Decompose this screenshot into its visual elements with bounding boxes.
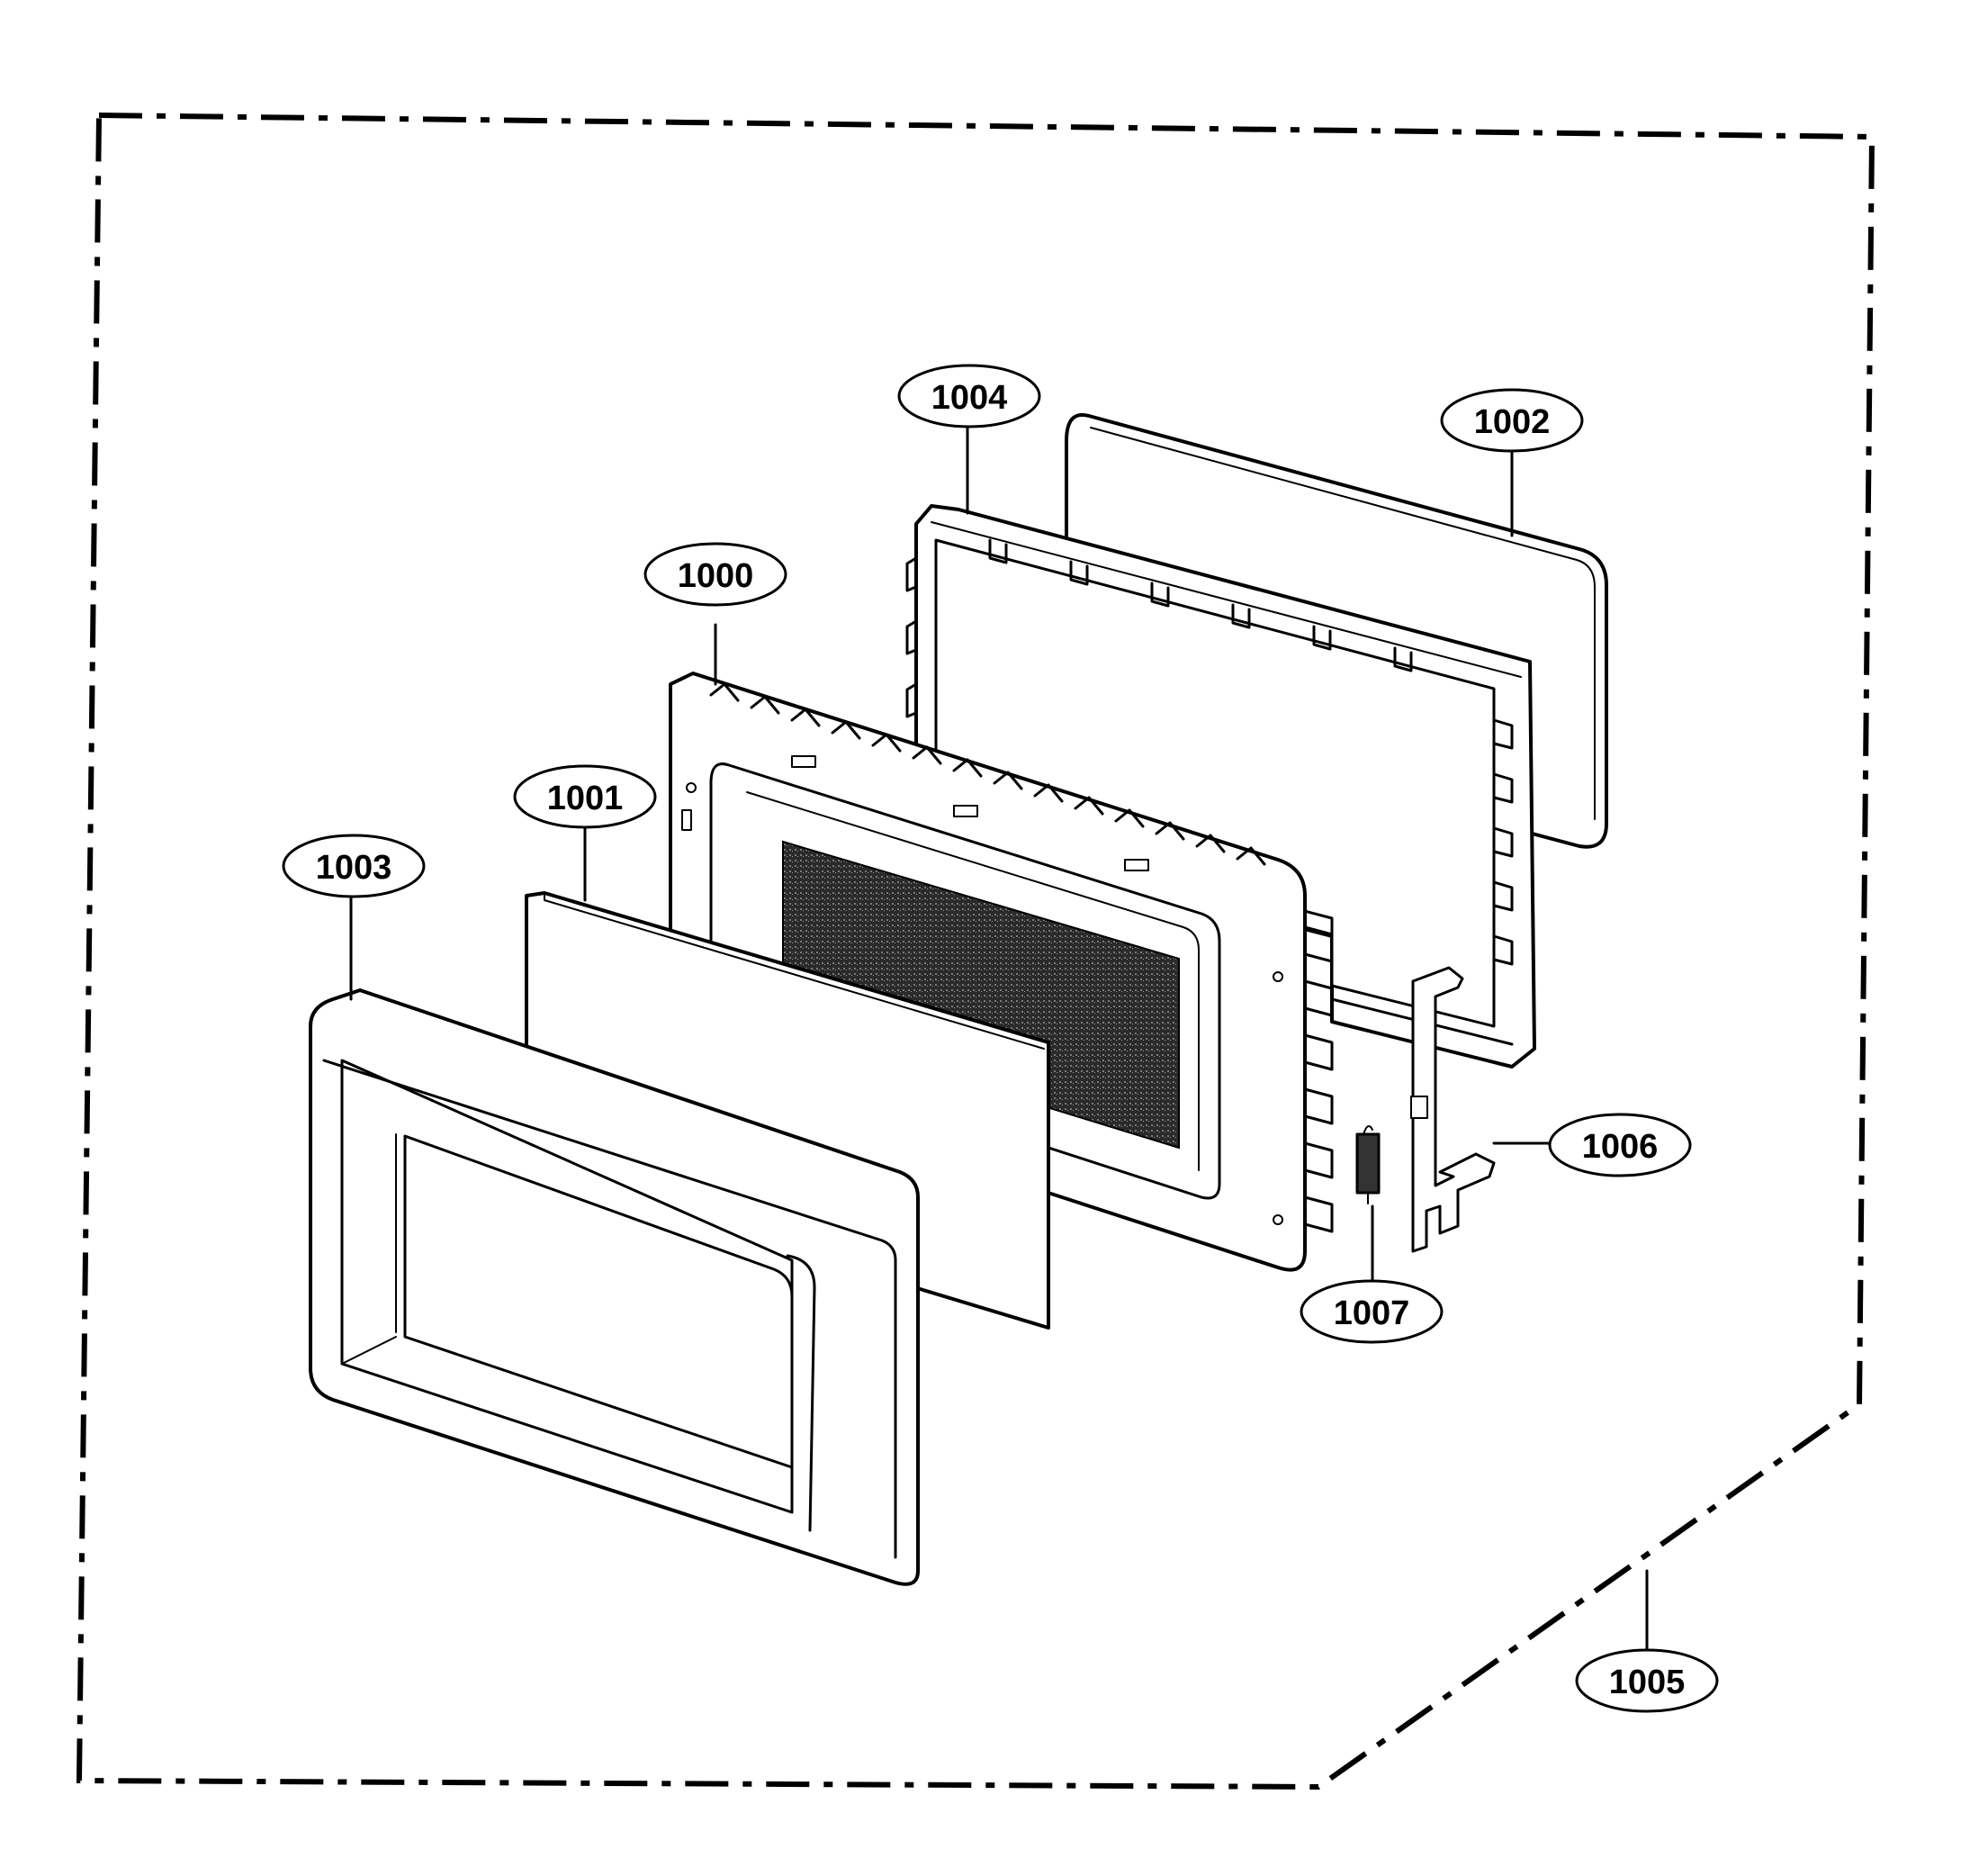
label-1001: 1001 [547,780,624,817]
choke-cover-part [905,504,1536,1069]
latch-part [1410,966,1496,1253]
callout-1001: 1001 [513,764,657,829]
spring-part [1355,1125,1381,1204]
label-1003: 1003 [316,849,392,887]
door-panel-part [309,988,920,1586]
label-1007: 1007 [1334,1294,1410,1332]
callout-1004: 1004 [897,364,1041,428]
callout-1003: 1003 [282,834,426,898]
callout-1005: 1005 [1575,1648,1719,1713]
label-1005: 1005 [1609,1664,1686,1701]
label-1004: 1004 [931,379,1008,417]
callout-1006: 1006 [1548,1113,1692,1177]
label-1002: 1002 [1474,403,1551,441]
callout-1007: 1007 [1300,1279,1444,1344]
assembly-boundary [76,113,1876,1790]
callout-1002: 1002 [1440,388,1584,453]
label-1000: 1000 [678,557,754,595]
label-1006: 1006 [1582,1128,1659,1166]
leader-lines [349,419,1649,1658]
callout-1000: 1000 [643,542,787,607]
